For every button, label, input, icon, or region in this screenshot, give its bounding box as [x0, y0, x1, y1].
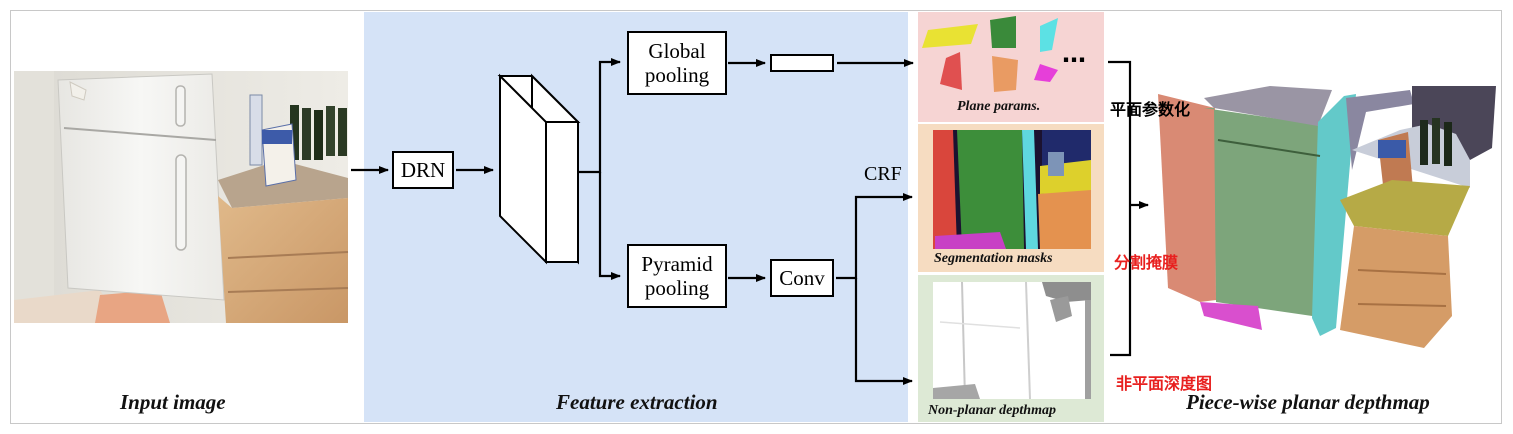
ellipsis-mark: … — [1062, 40, 1088, 68]
output-reconstruction — [1158, 86, 1496, 348]
non-planar-caption: Non-planar depthmap — [928, 403, 1056, 418]
crf-label: CRF — [864, 163, 902, 185]
connector-arrows — [351, 58, 1149, 385]
output-caption: Piece-wise planar depthmap — [1186, 390, 1430, 414]
drn-label: DRN — [400, 158, 446, 182]
global-pooling-label-1: Global — [648, 39, 706, 63]
pyramid-pooling-label-1: Pyramid — [641, 252, 713, 276]
input-image-caption: Input image — [120, 390, 226, 414]
conv-box: Conv — [770, 259, 834, 297]
drn-box: DRN — [392, 151, 454, 189]
plane-params-cn-label: 平面参数化 — [1110, 100, 1191, 119]
non-planar-cn-label: 非平面深度图 — [1116, 374, 1213, 393]
pyramid-pooling-label-2: pooling — [644, 276, 710, 300]
pyramid-pooling-box: Pyramid pooling — [627, 244, 727, 308]
plane-param-shapes — [922, 16, 1058, 92]
input-photo — [14, 71, 349, 323]
global-pooling-box: Global pooling — [627, 31, 727, 95]
plane-params-caption: Plane params. — [957, 99, 1041, 114]
conv-label: Conv — [779, 266, 825, 290]
segmentation-caption: Segmentation masks — [934, 251, 1053, 266]
depthmap-image — [933, 282, 1091, 399]
feature-vector — [770, 54, 834, 72]
feature-extraction-caption: Feature extraction — [556, 390, 718, 414]
feature-volume — [497, 73, 581, 265]
segmentation-image — [933, 130, 1091, 249]
segmentation-cn-label: 分割掩膜 — [1114, 253, 1179, 272]
global-pooling-label-2: pooling — [644, 63, 710, 87]
